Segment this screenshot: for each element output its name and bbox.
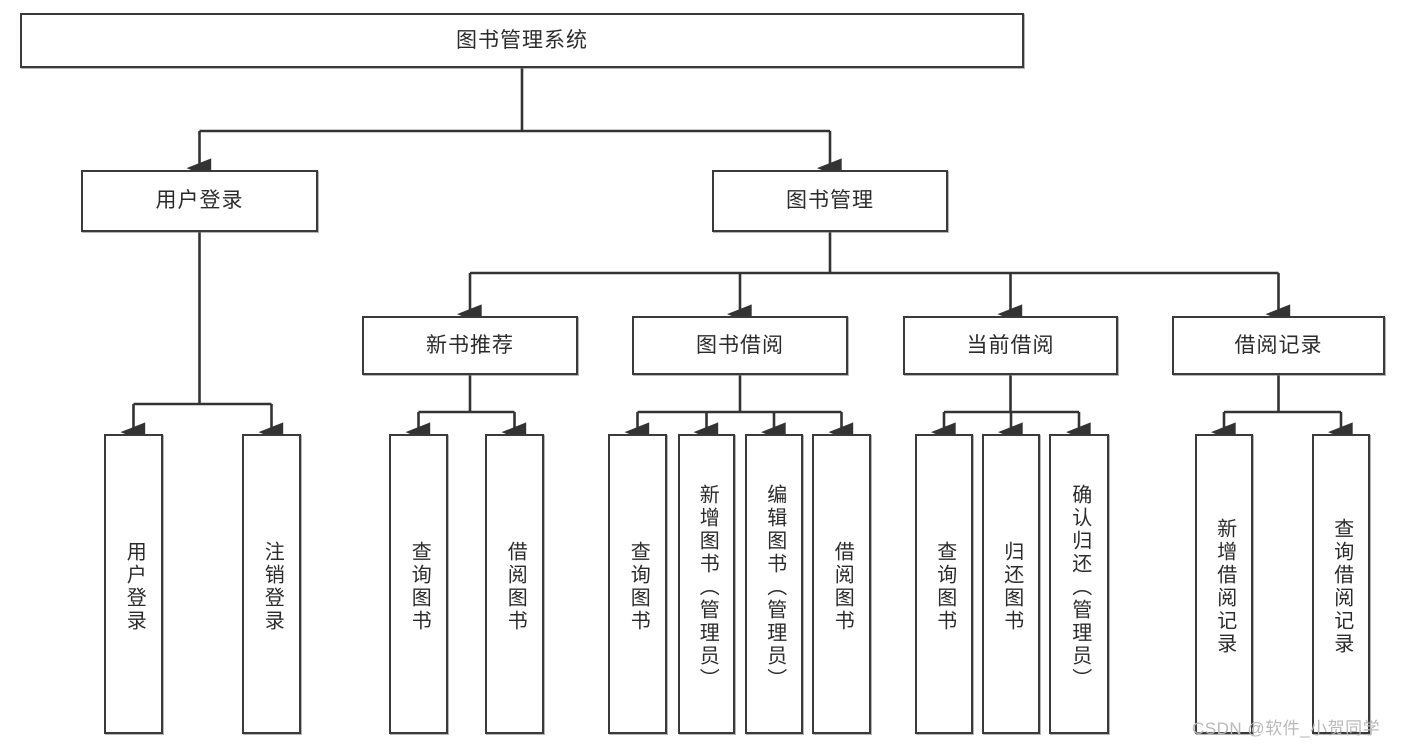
node-book-manage[interactable]: 图书管理 xyxy=(712,170,948,232)
node-label: 用户登录 xyxy=(123,541,146,633)
node-label: 编辑图书（管理员） xyxy=(763,483,786,691)
node-new-book-rec[interactable]: 新书推荐 xyxy=(362,316,578,375)
node-leaf-query-book-1[interactable]: 查询图书 xyxy=(389,434,448,734)
node-book-borrow[interactable]: 图书借阅 xyxy=(632,316,848,375)
node-leaf-confirm-return[interactable]: 确认归还（管理员） xyxy=(1049,434,1109,734)
node-label: 确认归还（管理员） xyxy=(1068,483,1091,691)
node-label: 图书管理系统 xyxy=(456,28,588,52)
node-label: 图书借阅 xyxy=(696,333,784,357)
node-root[interactable]: 图书管理系统 xyxy=(20,13,1024,68)
node-label: 查询图书 xyxy=(408,541,431,633)
node-label: 借阅图书 xyxy=(831,541,854,633)
node-label: 新增借阅记录 xyxy=(1213,518,1236,656)
csdn-watermark: CSDN @软件_小贺同学 xyxy=(1192,719,1381,738)
node-label: 查询图书 xyxy=(933,541,956,633)
node-leaf-borrow-book-1[interactable]: 借阅图书 xyxy=(485,434,544,734)
node-leaf-return-book[interactable]: 归还图书 xyxy=(982,434,1040,734)
node-user-login[interactable]: 用户登录 xyxy=(81,170,318,232)
node-current-borrow[interactable]: 当前借阅 xyxy=(903,316,1118,375)
node-leaf-query-record[interactable]: 查询借阅记录 xyxy=(1312,434,1370,734)
node-label: 用户登录 xyxy=(155,189,244,213)
node-label: 当前借阅 xyxy=(966,333,1055,357)
node-label: 借阅图书 xyxy=(504,541,527,633)
node-leaf-edit-book[interactable]: 编辑图书（管理员） xyxy=(745,434,803,734)
node-label: 查询借阅记录 xyxy=(1330,518,1353,656)
node-label: 借阅记录 xyxy=(1234,333,1323,357)
node-leaf-borrow-book-2[interactable]: 借阅图书 xyxy=(812,434,871,734)
node-leaf-add-book[interactable]: 新增图书（管理员） xyxy=(678,434,735,734)
node-borrow-record[interactable]: 借阅记录 xyxy=(1172,316,1385,375)
node-label: 归还图书 xyxy=(1000,541,1023,633)
node-label: 注销登录 xyxy=(261,541,284,633)
node-leaf-query-book-3[interactable]: 查询图书 xyxy=(915,434,973,734)
node-label: 图书管理 xyxy=(786,189,874,213)
node-label: 新书推荐 xyxy=(426,333,514,357)
node-leaf-add-record[interactable]: 新增借阅记录 xyxy=(1195,434,1253,734)
node-label: 查询图书 xyxy=(627,541,650,633)
node-label: 新增图书（管理员） xyxy=(696,483,719,691)
node-leaf-user-login[interactable]: 用户登录 xyxy=(104,434,163,734)
node-leaf-query-book-2[interactable]: 查询图书 xyxy=(608,434,667,734)
node-leaf-logout[interactable]: 注销登录 xyxy=(242,434,301,734)
